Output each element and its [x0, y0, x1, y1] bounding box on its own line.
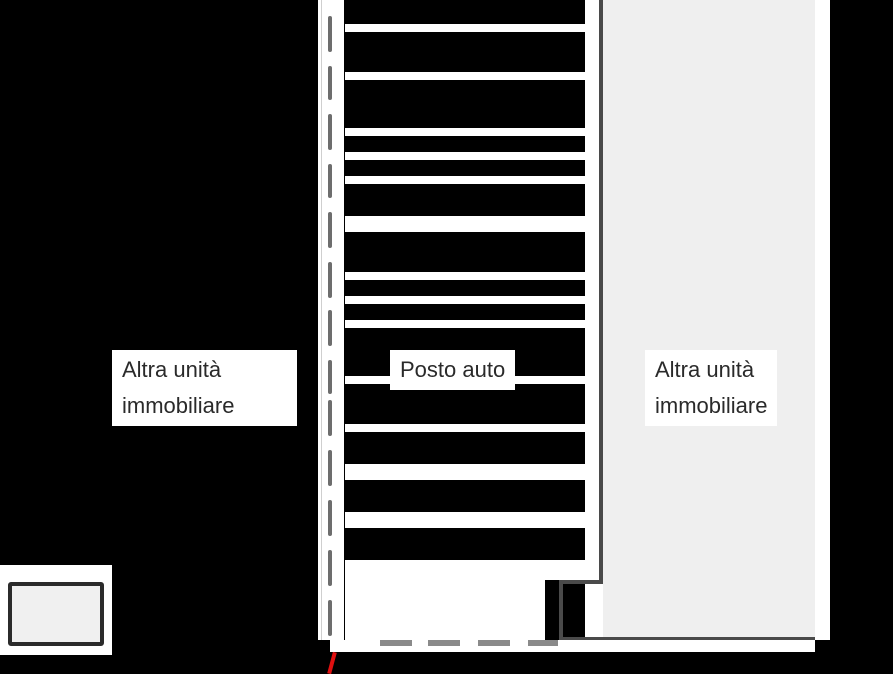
- right-unit-label: Altra unità immobiliare: [645, 350, 778, 426]
- left-unit-label-line2: immobiliare: [122, 393, 235, 418]
- hatch-stripe: [345, 128, 585, 136]
- wall-dash: [328, 400, 332, 436]
- legend-swatch: [8, 582, 104, 646]
- hatch-stripe: [345, 580, 545, 640]
- bottom-boundary: [330, 640, 815, 652]
- red-marker: [327, 651, 337, 674]
- boundary-dash: [528, 640, 558, 646]
- hatch-stripe: [345, 424, 585, 432]
- hatch-stripe: [345, 320, 585, 328]
- hatch-stripe: [345, 176, 585, 184]
- hatch-stripe: [345, 72, 585, 80]
- wall-dash: [328, 450, 332, 486]
- hatch-stripe: [345, 272, 585, 280]
- hatch-stripe: [345, 512, 585, 528]
- wall-dash: [328, 550, 332, 586]
- wall-thin-line: [321, 0, 322, 640]
- right-unit-wall: [599, 0, 603, 583]
- wall-dash: [328, 310, 332, 346]
- hatch-stripe: [345, 216, 585, 232]
- hatch-stripe: [345, 560, 585, 580]
- right-unit-fill: [603, 0, 815, 640]
- left-unit-label: Altra unità immobiliare: [112, 350, 297, 426]
- bottom-wall: [559, 637, 815, 641]
- parking-label-text: Posto auto: [400, 357, 506, 382]
- wall-dash: [328, 500, 332, 536]
- right-unit-area: [559, 0, 830, 641]
- wall-dash: [328, 262, 332, 298]
- notch-wall: [559, 580, 603, 584]
- right-unit-label-line2: immobiliare: [655, 393, 768, 418]
- notch-wall: [559, 580, 563, 640]
- hatch-stripe: [345, 24, 585, 32]
- wall-dash: [328, 16, 332, 52]
- wall-dash: [328, 66, 332, 100]
- wall-dash: [328, 164, 332, 198]
- hatch-stripe: [345, 152, 585, 160]
- boundary-dash: [478, 640, 510, 646]
- boundary-dash: [428, 640, 460, 646]
- parking-label: Posto auto: [390, 350, 516, 390]
- hatch-stripe: [345, 464, 585, 480]
- wall-dash: [328, 114, 332, 150]
- wall-dash: [328, 600, 332, 636]
- hatch-stripe: [345, 296, 585, 304]
- left-dashed-wall: [318, 0, 344, 640]
- wall-dash: [328, 212, 332, 248]
- right-unit-label-line1: Altra unità: [655, 357, 755, 382]
- boundary-dash: [380, 640, 412, 646]
- wall-dash: [328, 360, 332, 394]
- left-unit-label-line1: Altra unità: [122, 357, 222, 382]
